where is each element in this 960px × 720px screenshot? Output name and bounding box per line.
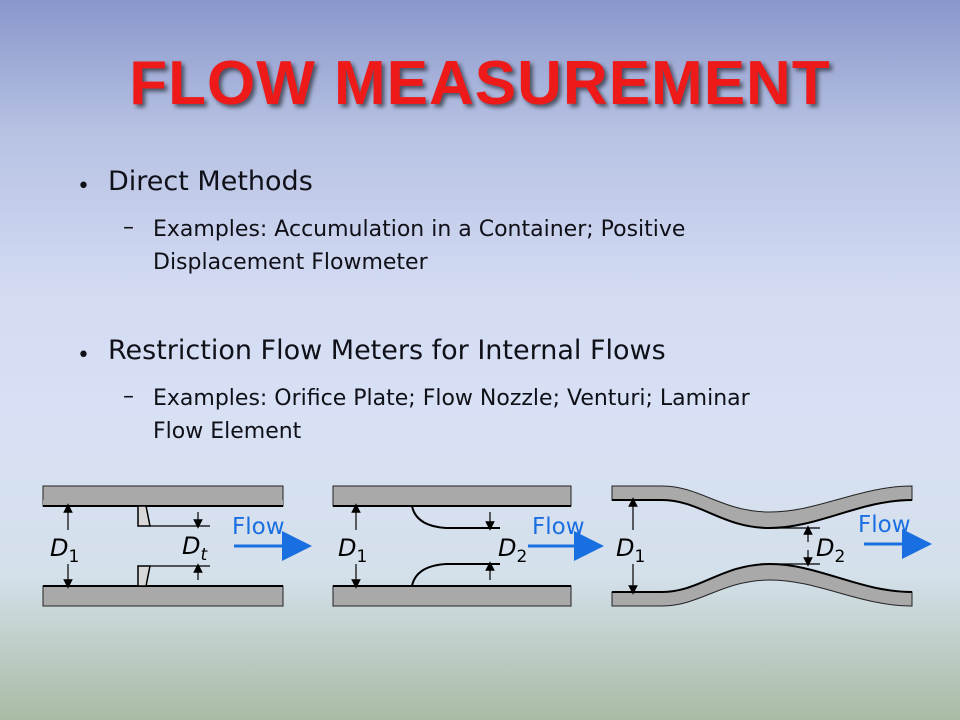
venturi-d2-label: D2 <box>816 534 845 567</box>
orifice-d1-label: D1 <box>50 534 79 567</box>
flow-meter-diagrams: D1 Dt Flow D1 D2 Flow D1 D2 Flow <box>42 485 932 607</box>
slide-title: FLOW MEASUREMENT <box>129 49 831 118</box>
bullet-restriction-meters: Restriction Flow Meters for Internal Flo… <box>108 335 666 366</box>
bullet-dot: • <box>77 174 90 199</box>
sub-bullet-restriction-examples: Examples: Orifice Plate; Flow Nozzle; Ve… <box>153 382 873 448</box>
sub-line: Flow Element <box>153 419 302 444</box>
bullet-dot: • <box>77 343 90 368</box>
venturi-diagram: D1 D2 Flow <box>611 485 932 607</box>
nozzle-flow-label: Flow <box>532 514 585 540</box>
orifice-flow-label: Flow <box>232 514 285 540</box>
sub-line: Displacement Flowmeter <box>153 250 428 275</box>
sub-bullet-direct-examples: Examples: Accumulation in a Container; P… <box>153 213 873 279</box>
sub-bullet-dash: – <box>123 215 134 240</box>
venturi-d1-label: D1 <box>616 534 645 567</box>
nozzle-d1-label: D1 <box>338 534 367 567</box>
flow-nozzle-diagram: D1 D2 Flow <box>332 485 604 607</box>
orifice-plate-diagram: D1 Dt Flow <box>42 485 312 607</box>
sub-bullet-dash: – <box>123 384 134 409</box>
venturi-flow-label: Flow <box>858 512 911 538</box>
sub-line: Examples: Accumulation in a Container; P… <box>153 217 686 242</box>
nozzle-d2-label: D2 <box>498 534 527 567</box>
orifice-dt-label: Dt <box>182 532 208 565</box>
sub-line: Examples: Orifice Plate; Flow Nozzle; Ve… <box>153 386 750 411</box>
bullet-direct-methods: Direct Methods <box>108 166 313 197</box>
